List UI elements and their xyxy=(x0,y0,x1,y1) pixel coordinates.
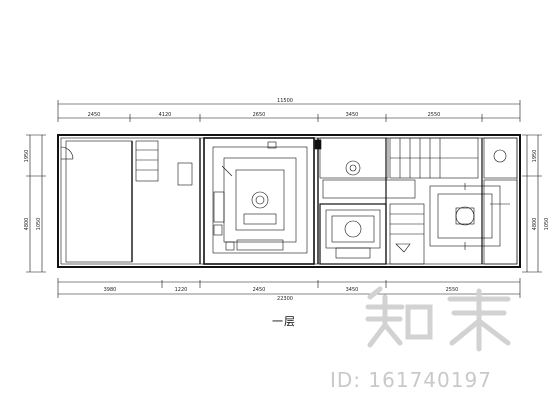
bottom-dimension-1: 3980 xyxy=(104,287,117,293)
bottom-overall-dimension: 22300 xyxy=(277,296,293,302)
top-dimension-3: 2650 xyxy=(253,112,266,118)
right-dimension-2: 4800 xyxy=(532,218,538,231)
left-dimension-2: 4800 xyxy=(24,218,30,231)
bottom-dimension-2: 1220 xyxy=(175,287,188,293)
bottom-dimension-4: 3450 xyxy=(346,287,359,293)
right-dimension-3: 1050 xyxy=(544,218,550,231)
left-dimension-1: 1950 xyxy=(24,150,30,163)
top-overall-dimension: 11500 xyxy=(277,98,293,104)
left-dimension-3: 1050 xyxy=(36,218,42,231)
top-dimension-2: 4120 xyxy=(159,112,172,118)
watermark-logo xyxy=(365,286,511,352)
top-dimension-4: 3450 xyxy=(346,112,359,118)
top-dimension-5: 2550 xyxy=(428,112,441,118)
top-dimension-1: 2450 xyxy=(88,112,101,118)
bottom-dimension-5: 2550 xyxy=(446,287,459,293)
plan-caption: 一层 xyxy=(272,315,296,328)
right-dimension-1: 1950 xyxy=(532,150,538,163)
bottom-dimension-3: 2450 xyxy=(253,287,266,293)
watermark-id: ID: 161740197 xyxy=(330,368,492,392)
